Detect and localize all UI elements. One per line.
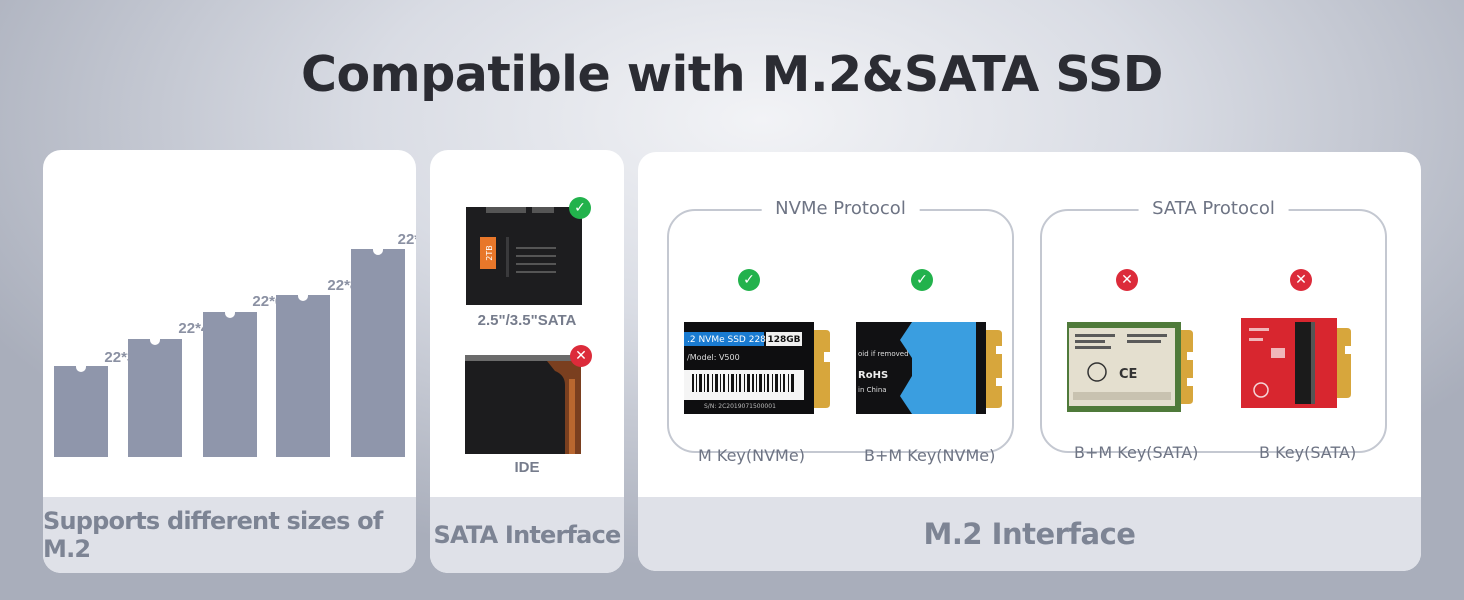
svg-text:CE: CE (1119, 367, 1137, 382)
compatible-check-icon: ✓ (569, 197, 591, 219)
compatible-check-icon: ✓ (738, 269, 760, 291)
m-key-nvme-ssd-image: .2 NVMe SSD 2280 128GB /Model: V500 S/N:… (684, 322, 830, 414)
incompatible-x-icon: ✕ (1290, 269, 1312, 291)
ide-drive-label: IDE (514, 459, 540, 476)
ide-drive-image (465, 355, 581, 454)
m2-footer: M.2 Interface (638, 497, 1421, 571)
compatible-check-icon: ✓ (911, 269, 933, 291)
m2-board-2260 (203, 310, 257, 457)
m2-panel: NVMe Protocol SATA Protocol ✓ .2 NVMe SS… (638, 152, 1421, 571)
nvme-brand-text: .2 NVMe SSD 2280 (687, 335, 772, 345)
nvme-protocol-title: NVMe Protocol (761, 198, 920, 219)
sizes-panel: 22*30 22*42 22*60 22*80 22*110 Supports … (43, 150, 416, 573)
nvme-protocol-group: NVMe Protocol (667, 198, 1014, 453)
size-label: 22*110 (397, 231, 416, 248)
b-key-sata-label: B Key(SATA) (1259, 443, 1357, 462)
sata-panel: 2TB ✓ 2.5"/3.5"SATA ✕ IDE SATA Interface (430, 150, 624, 573)
m-key-nvme-label: M Key(NVMe) (698, 446, 805, 465)
bm-key-sata-ssd-image: CE (1067, 322, 1193, 412)
sata-protocol-group: SATA Protocol (1040, 198, 1387, 453)
page-title: Compatible with M.2&SATA SSD (301, 46, 1163, 103)
incompatible-x-icon: ✕ (570, 345, 592, 367)
m2-board-2242 (128, 337, 182, 457)
bm-rohs: RoHS (858, 370, 888, 381)
b-key-sata-adapter-image (1241, 318, 1351, 408)
bm-line1: oid if removed (858, 350, 909, 358)
sizes-footer: Supports different sizes of M.2 (43, 497, 416, 573)
bm-key-nvme-label: B+M Key(NVMe) (864, 446, 996, 465)
sata-ssd-image: 2TB (466, 207, 582, 305)
bm-key-sata-label: B+M Key(SATA) (1074, 443, 1199, 462)
capacity-sticker: 2TB (485, 245, 494, 260)
m2-board-22110 (351, 247, 405, 457)
sata-protocol-title: SATA Protocol (1138, 198, 1289, 219)
m2-board-2230 (54, 364, 108, 457)
nvme-model: /Model: V500 (687, 353, 740, 362)
sata-footer: SATA Interface (430, 497, 624, 573)
nvme-capacity: 128GB (767, 335, 800, 345)
m2-board-2280 (276, 293, 330, 457)
bm-key-nvme-ssd-image: oid if removed RoHS in China (856, 322, 1002, 414)
nvme-serial: S/N: 2C2019071500001 (704, 403, 776, 410)
sata-drive-label: 2.5"/3.5"SATA (477, 312, 577, 329)
incompatible-x-icon: ✕ (1116, 269, 1138, 291)
bm-line3: in China (858, 386, 887, 394)
